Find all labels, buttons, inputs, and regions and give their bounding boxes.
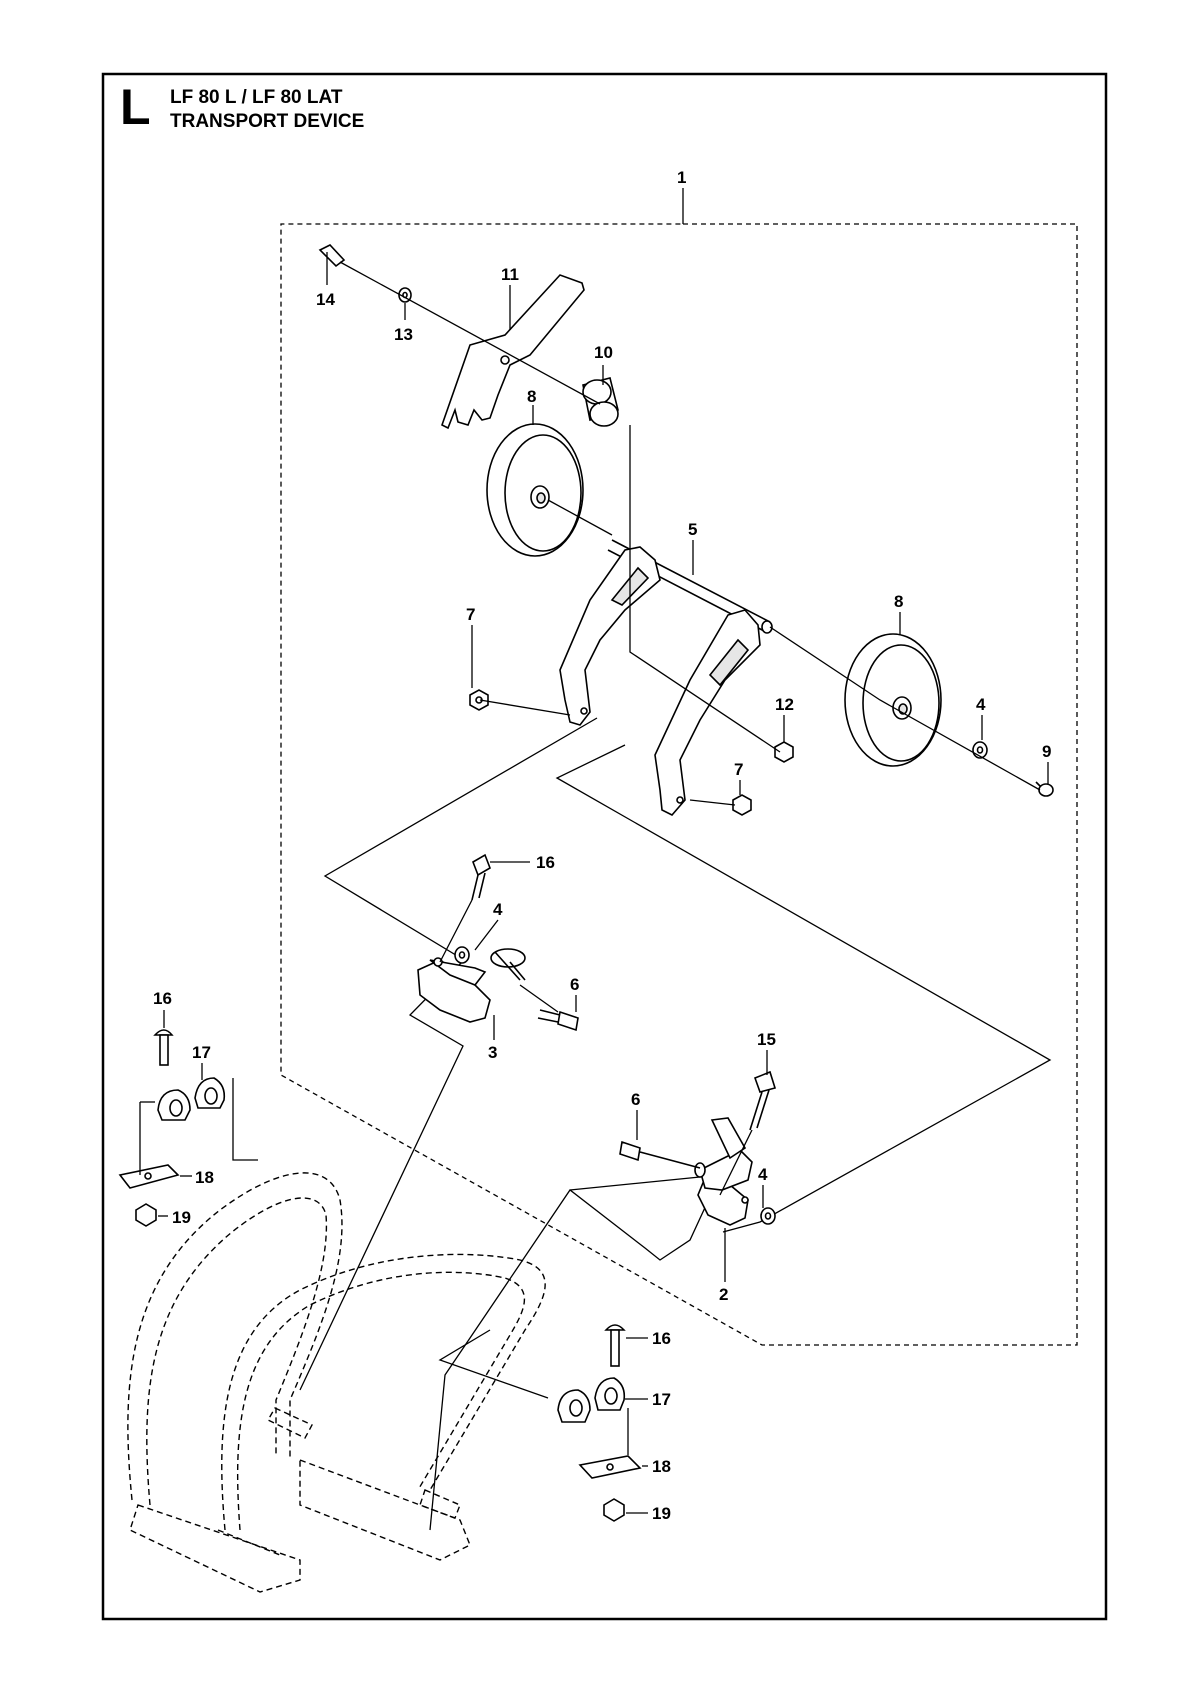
clamp-17-right: [557, 1377, 626, 1423]
nut-7-right: [732, 794, 752, 816]
callout-2: 2: [719, 1285, 728, 1304]
callout-10: 10: [594, 343, 613, 362]
wheel-right: [844, 633, 942, 767]
callout-4-bottom: 4: [758, 1165, 768, 1184]
nut-7-left: [469, 689, 489, 711]
outline-right-plate: [555, 744, 1052, 1233]
callout-17-lr: 17: [652, 1390, 671, 1409]
callout-12: 12: [775, 695, 794, 714]
leader-axis-axle: [547, 499, 613, 536]
leader-4-mid: [474, 919, 499, 951]
callout-4-mid: 4: [493, 900, 503, 919]
outline-left-plate: [299, 717, 598, 1391]
callout-9: 9: [1042, 742, 1051, 761]
nut-12: [774, 741, 794, 763]
leader-ll-frame: [232, 1078, 258, 1161]
callout-8-left: 8: [527, 387, 536, 406]
leader-15-down: [719, 1129, 753, 1196]
callout-4-top: 4: [976, 695, 986, 714]
nut-19-right: [603, 1498, 625, 1522]
callout-3: 3: [488, 1043, 497, 1062]
leader-16-mid-down: [439, 899, 473, 963]
screw-14: [318, 244, 346, 268]
callout-8-right: 8: [894, 592, 903, 611]
callout-13: 13: [394, 325, 413, 344]
callout-19-lr: 19: [652, 1504, 671, 1523]
plate-18-left: [118, 1164, 180, 1189]
leader-lr-frame: [438, 1329, 549, 1399]
callout-7-right: 7: [734, 760, 743, 779]
bracket-right: [694, 1117, 753, 1226]
washer-4-mid: [454, 946, 470, 964]
callout-11: 11: [501, 265, 519, 284]
callout-17-ll: 17: [192, 1043, 211, 1062]
callout-16-lr: 16: [652, 1329, 671, 1348]
wheel-bracket-left: [559, 546, 661, 726]
bolt-15: [749, 1070, 777, 1131]
callout-16-mid: 16: [536, 853, 555, 872]
bolt-6-lower: [619, 1140, 701, 1169]
wheel-left: [486, 423, 584, 557]
wheel-bracket-right: [654, 609, 761, 816]
bolt-6-mid: [537, 1009, 579, 1032]
outline-lower-right: [429, 1174, 722, 1531]
leader-axis-upper: [339, 261, 601, 405]
bolt-16-lower-right: [604, 1324, 626, 1367]
assembly-boundary: [280, 223, 1078, 1346]
clamp-17-left: [157, 1077, 226, 1121]
plate-18-right: [578, 1455, 642, 1479]
callout-7-left: 7: [466, 605, 475, 624]
washer-4-bottom: [760, 1207, 776, 1225]
tube-frame: [127, 1172, 546, 1593]
callout-6-lower: 6: [631, 1090, 640, 1109]
callout-18-lr: 18: [652, 1457, 671, 1476]
spacer-sleeve: [582, 377, 619, 427]
leader-sleeve-down: [629, 425, 781, 753]
screw-9: [1035, 781, 1054, 797]
callout-18-ll: 18: [195, 1168, 214, 1187]
handle-lever: [441, 274, 585, 430]
callout-1: 1: [677, 168, 686, 187]
callout-15: 15: [757, 1030, 776, 1049]
leader-7-right: [689, 799, 736, 806]
leader-7-left: [479, 699, 571, 716]
bracket-left: [417, 948, 526, 1023]
leader-axle-right: [769, 626, 1041, 791]
bolt-16-lower-left: [153, 1029, 174, 1066]
leader-6-mid: [519, 984, 559, 1013]
nut-19-left: [135, 1203, 157, 1227]
section-title: TRANSPORT DEVICE: [170, 111, 365, 132]
callout-14: 14: [316, 290, 335, 309]
bolt-16-mid: [471, 853, 491, 901]
page-border: [101, 72, 1108, 1621]
page-letter: L: [120, 79, 151, 135]
callout-16-ll: 16: [153, 989, 172, 1008]
callout-19-ll: 19: [172, 1208, 191, 1227]
callout-6-mid: 6: [570, 975, 579, 994]
callout-5: 5: [688, 520, 697, 539]
model-title: LF 80 L / LF 80 LAT: [170, 87, 343, 108]
